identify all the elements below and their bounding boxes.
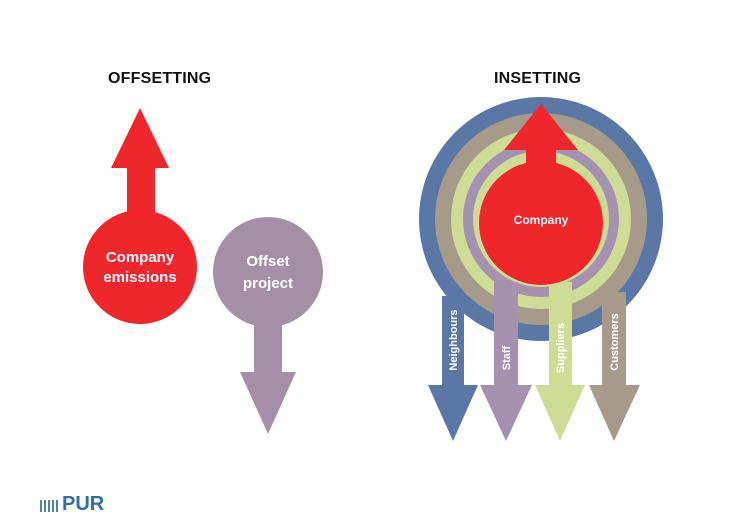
logo-text: PUR [62, 496, 105, 512]
neighbours-arrow [428, 296, 478, 441]
company-emissions-circle [83, 210, 197, 324]
customers-arrow [589, 292, 640, 441]
logo-mark-icon [40, 500, 58, 512]
staff-label: Staff [501, 345, 513, 370]
suppliers-label: Suppliers [555, 323, 567, 373]
company-emissions-label-line2: emissions [103, 269, 176, 286]
offsetting-company-group: Company emissions [83, 108, 197, 324]
company-emissions-up-arrow [111, 108, 169, 235]
insetting-arrows: Neighbours Staff Suppliers Customers [428, 282, 640, 441]
offset-project-circle [213, 217, 323, 327]
offset-project-down-arrow [240, 318, 296, 434]
staff-arrow [480, 282, 532, 441]
insetting-company-up-arrow [504, 104, 578, 175]
customers-label: Customers [609, 313, 621, 370]
suppliers-arrow [535, 282, 585, 441]
insetting-title: INSETTING [494, 70, 582, 87]
insetting-company-group: Company [479, 104, 603, 285]
offset-project-label-line1: Offset [246, 253, 289, 270]
neighbours-label: Neighbours [448, 309, 460, 370]
insetting-company-circle [479, 161, 603, 285]
offsetting-title: OFFSETTING [108, 70, 212, 87]
insetting-company-label: Company [514, 213, 569, 227]
offset-project-label-line2: project [243, 275, 293, 292]
footer-logo: PUR [40, 496, 104, 512]
company-emissions-label-line1: Company [106, 249, 175, 266]
offset-project-group: Offset project [213, 217, 323, 434]
